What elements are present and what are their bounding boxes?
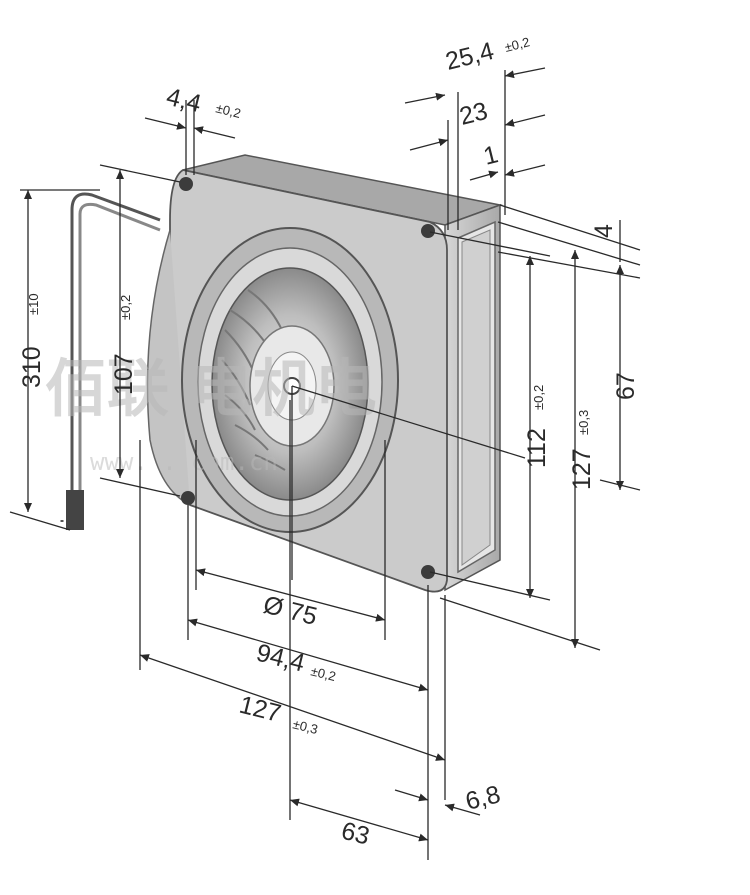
dim-310: 310 ±10 <box>18 293 46 388</box>
dim-63: 63 <box>339 817 373 851</box>
dim-value: 4,4 <box>164 83 205 119</box>
dim-tolerance: ±0,2 <box>309 663 337 684</box>
mounting-hole-bl <box>181 491 195 505</box>
dim-127-horizontal: 127 ±0,3 <box>237 691 320 737</box>
watermark-url: www. . com.cn <box>90 448 278 476</box>
dim-value: 107 <box>110 353 138 395</box>
dim-tolerance: ±0,2 <box>214 100 242 121</box>
cable-end <box>66 490 84 530</box>
dim-tolerance: ±0,2 <box>118 295 133 320</box>
dim-tolerance: ±0,3 <box>291 716 319 737</box>
dim-value: 310 <box>18 346 46 388</box>
dim-value: 25,4 <box>443 37 497 76</box>
mounting-hole-tr <box>421 224 435 238</box>
dim-value: 127 <box>237 691 284 728</box>
dim-value: 94,4 <box>254 639 308 678</box>
dim-67: 67 <box>612 372 640 400</box>
mounting-hole-br <box>421 565 435 579</box>
dim-value: 127 <box>568 448 596 490</box>
dim-127-vertical: 127 ±0,3 <box>568 410 596 490</box>
dim-1: 1 <box>481 140 501 171</box>
mounting-hole-tl <box>179 177 193 191</box>
dim-tolerance: ±0,2 <box>503 34 531 55</box>
dim-25-4: 25,4 ±0,2 <box>443 34 532 76</box>
dim-112: 112 ±0,2 <box>523 385 551 468</box>
dim-6-8: 6,8 <box>463 780 504 816</box>
cable <box>60 192 161 530</box>
dim-value: 112 <box>523 428 551 468</box>
dim-tolerance: ±0,3 <box>576 410 591 435</box>
dim-4-4: 4,4 ±0,2 <box>164 83 243 121</box>
dim-tolerance: ±10 <box>26 293 41 315</box>
dim-107: 107 ±0,2 <box>110 295 138 395</box>
watermark-chars: 佰联 电机电 <box>45 352 377 425</box>
dim-4: 4 <box>590 224 618 238</box>
dim-94-4: 94,4 ±0,2 <box>254 639 338 684</box>
dimension-lines <box>9 67 641 860</box>
impeller-blades <box>221 289 286 471</box>
dim-23: 23 <box>457 97 491 131</box>
dim-tolerance: ±0,2 <box>531 385 546 410</box>
dim-75: Ø 75 <box>261 591 320 631</box>
